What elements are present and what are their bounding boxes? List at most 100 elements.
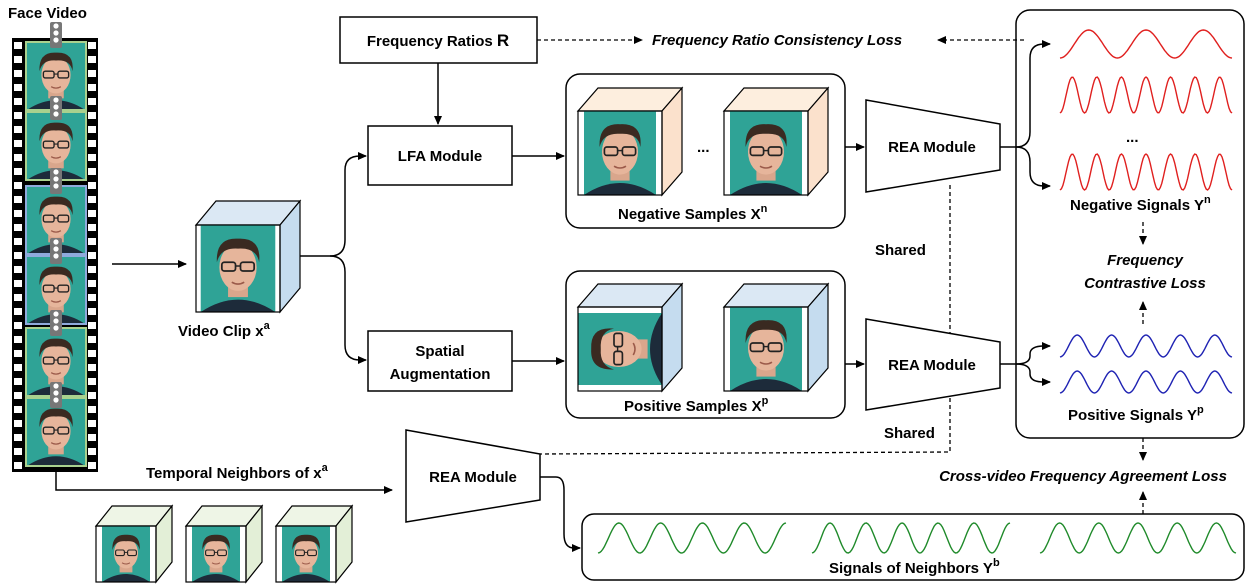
negative-sample-cube-1 (576, 86, 684, 197)
negative-signal-2 (1059, 76, 1233, 114)
face-video-title: Face Video (8, 5, 87, 22)
positive-sample-cube-1 (576, 282, 684, 393)
rea-module-mid (865, 318, 1001, 411)
sprocket-hole (88, 336, 96, 343)
frequency-ratios-box (339, 16, 538, 64)
sprocket-hole (88, 266, 96, 273)
frame-dot (53, 246, 59, 252)
sprocket-hole (88, 280, 96, 287)
negative-sample-cube-2 (722, 86, 830, 197)
sprocket-hole (88, 112, 96, 119)
sprocket-hole (88, 168, 96, 175)
frame-dot (53, 239, 59, 245)
sprocket-hole (88, 350, 96, 357)
spatial-augmentation-label-2: Augmentation (390, 366, 491, 383)
neighbor-signal-2 (811, 522, 1011, 554)
freq-contrastive-loss-2: Contrastive Loss (1084, 275, 1206, 292)
sprocket-hole (14, 434, 22, 441)
sprocket-hole (88, 70, 96, 77)
sprocket-hole (14, 70, 22, 77)
sprocket-hole (14, 392, 22, 399)
video-frame (27, 398, 85, 466)
sprocket-hole (88, 42, 96, 49)
rea-module-bottom-label: REA Module (429, 469, 517, 486)
sprocket-hole (88, 238, 96, 245)
negative-signals-label: Negative Signals Yn (1070, 194, 1211, 214)
shared-link-bottom (539, 398, 951, 455)
frame-dot (53, 97, 59, 103)
neighbor-cube (274, 504, 354, 584)
sprocket-hole (14, 280, 22, 287)
temporal-neighbors-label: Temporal Neighbors of xa (146, 462, 329, 482)
frequency-ratios-label: Frequency Ratios R (367, 31, 509, 50)
sprocket-hole (88, 196, 96, 203)
sprocket-hole (14, 126, 22, 133)
sprocket-hole (88, 210, 96, 217)
frame-dot (53, 37, 59, 43)
video-clip-cube (194, 199, 302, 314)
sprocket-hole (88, 98, 96, 105)
sprocket-hole (88, 392, 96, 399)
sprocket-hole (88, 154, 96, 161)
temporal-neighbor-cubes (94, 504, 354, 584)
sprocket-hole (88, 420, 96, 427)
sprocket-hole (14, 378, 22, 385)
negative-signals-ellipsis: ... (1126, 129, 1139, 146)
sprocket-hole (14, 336, 22, 343)
rea-to-negative-signal-1 (1000, 40, 1051, 148)
neighbor-cube (94, 504, 174, 584)
positive-signal-2 (1059, 370, 1233, 394)
sprocket-hole (14, 56, 22, 63)
sprocket-hole (14, 308, 22, 315)
sprocket-hole (14, 210, 22, 217)
sprocket-hole (14, 252, 22, 259)
strip-to-neighbors-arrow (55, 472, 393, 494)
cross-video-loss: Cross-video Frequency Agreement Loss (939, 468, 1227, 485)
neighbor-signal-3 (1039, 522, 1237, 554)
positive-signals-label: Positive Signals Yp (1068, 404, 1204, 424)
negative-signal-1 (1059, 29, 1233, 59)
sprocket-hole (88, 378, 96, 385)
sprocket-hole (88, 462, 96, 469)
positive-sample-cube-2 (722, 282, 830, 393)
neighbor-cube (184, 504, 264, 584)
sprocket-hole (88, 406, 96, 413)
positive-signal-1 (1059, 334, 1233, 358)
frame-dot (53, 311, 59, 317)
sprocket-hole (14, 182, 22, 189)
sprocket-hole (14, 238, 22, 245)
rea-module-top (865, 99, 1001, 193)
sprocket-hole (88, 308, 96, 315)
rea-to-neighbor-signals-arrow (540, 476, 581, 552)
frame-dot (53, 253, 59, 259)
rea-to-positive-signal-1 (1000, 342, 1051, 365)
rea-module-mid-label: REA Module (888, 357, 976, 374)
neighbor-signals-panel (581, 513, 1245, 581)
sprocket-hole (88, 182, 96, 189)
sprocket-hole (14, 420, 22, 427)
sprocket-hole (88, 224, 96, 231)
frame-dot (53, 390, 59, 396)
sprocket-hole (14, 448, 22, 455)
positive-signal-waves (1059, 334, 1233, 394)
sprocket-hole (14, 42, 22, 49)
sprocket-hole (14, 462, 22, 469)
negative-samples-label: Negative Samples Xn (618, 203, 768, 223)
frame-dot (53, 111, 59, 117)
freq-contrastive-loss-1: Frequency (1107, 252, 1184, 269)
rea-to-negative-signal-3 (1015, 146, 1051, 190)
frame-dot (53, 325, 59, 331)
sprocket-hole (14, 84, 22, 91)
sprocket-hole (88, 252, 96, 259)
frame-dot (53, 104, 59, 110)
negative-signal-3 (1059, 153, 1233, 191)
sprocket-hole (88, 126, 96, 133)
shared-label-2: Shared (884, 425, 935, 442)
sprocket-hole (14, 168, 22, 175)
sprocket-hole (88, 294, 96, 301)
neighbor-signal-1 (597, 522, 787, 554)
frame-dot (53, 23, 59, 29)
shared-label-1: Shared (875, 242, 926, 259)
negative-samples-ellipsis: ... (697, 139, 710, 156)
